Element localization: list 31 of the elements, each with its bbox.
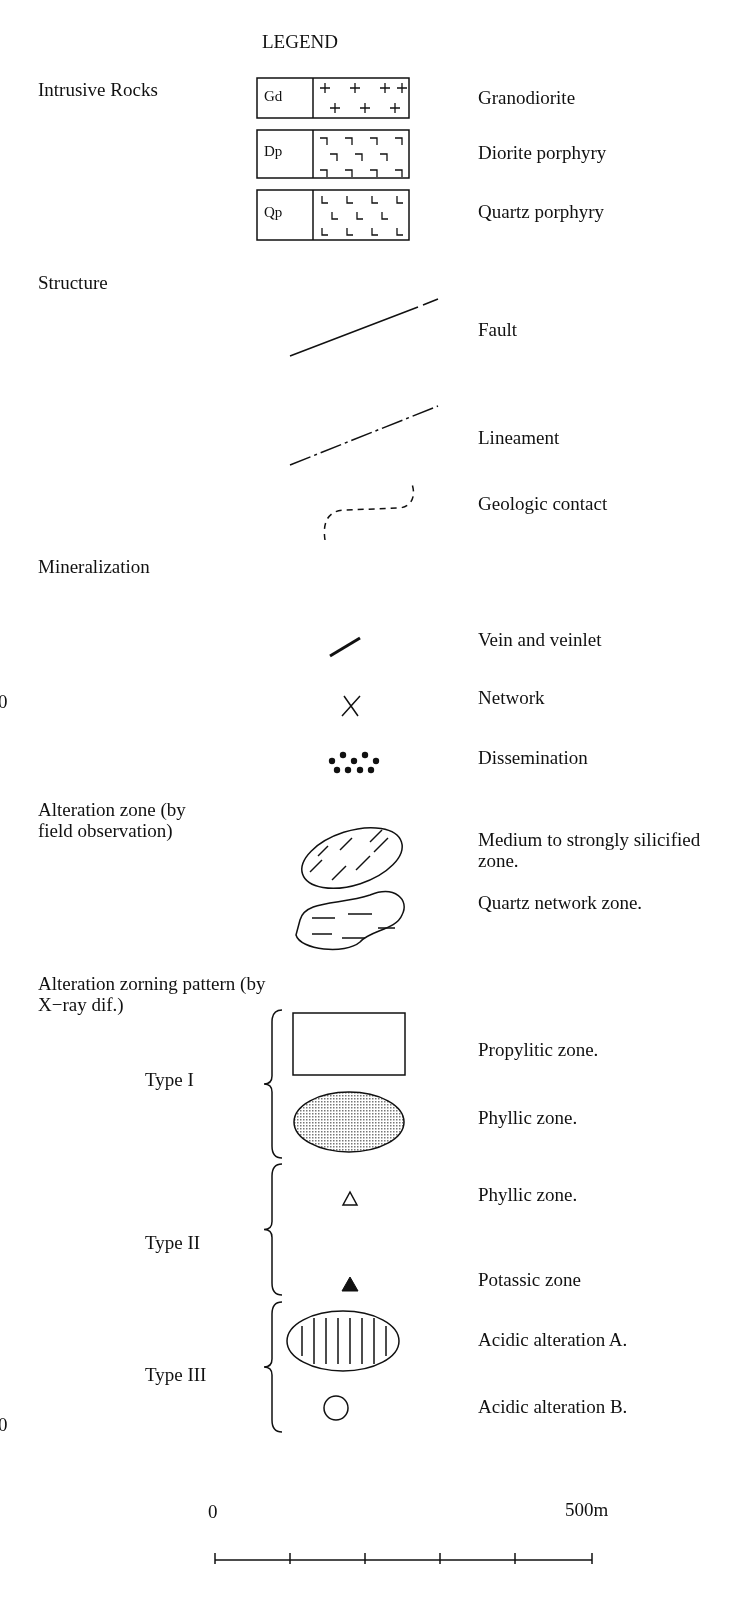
legend-text: Lineament bbox=[478, 428, 560, 449]
section-heading: Mineralization bbox=[38, 557, 150, 578]
legend-text: Acidic alteration B. bbox=[478, 1397, 628, 1418]
legend-title: LEGEND bbox=[262, 32, 338, 53]
legend-text: Diorite porphyry bbox=[478, 143, 607, 164]
legend-text: Quartz porphyry bbox=[478, 202, 605, 223]
legend-text: Geologic contact bbox=[478, 494, 608, 515]
legend-text: Phyllic zone. bbox=[478, 1108, 578, 1129]
legend-text: Fault bbox=[478, 320, 518, 341]
legend-text: Vein and veinlet bbox=[478, 630, 602, 651]
rock-code: Qp bbox=[264, 204, 283, 221]
group-label: Type II bbox=[145, 1233, 201, 1254]
section-heading: Alteration zone (by field observation) bbox=[38, 800, 187, 842]
legend-text: Propylitic zone. bbox=[478, 1040, 599, 1061]
group-label: Type I bbox=[145, 1070, 194, 1091]
legend-text: Quartz network zone. bbox=[478, 893, 644, 914]
legend-text: Dissemination bbox=[478, 748, 588, 769]
rock-code: Dp bbox=[264, 143, 283, 160]
legend-text: Granodiorite bbox=[478, 88, 576, 109]
legend-text: Medium to strongly silicified zone. bbox=[478, 830, 702, 872]
section-heading: Alteration zorning pattern (by X−ray dif.) bbox=[38, 974, 267, 1016]
rock-code: Gd bbox=[264, 88, 283, 105]
legend-text: Acidic alteration A. bbox=[478, 1330, 628, 1351]
scale-number: 0 bbox=[208, 1502, 218, 1523]
section-heading: Structure bbox=[38, 273, 108, 294]
legend-text: Phyllic zone. bbox=[478, 1185, 578, 1206]
legend-text: Network bbox=[478, 688, 545, 709]
legend-text: Potassic zone bbox=[478, 1270, 581, 1291]
scale-number: 500m bbox=[565, 1500, 609, 1521]
group-label: Type III bbox=[145, 1365, 207, 1386]
section-heading: Intrusive Rocks bbox=[38, 80, 158, 101]
